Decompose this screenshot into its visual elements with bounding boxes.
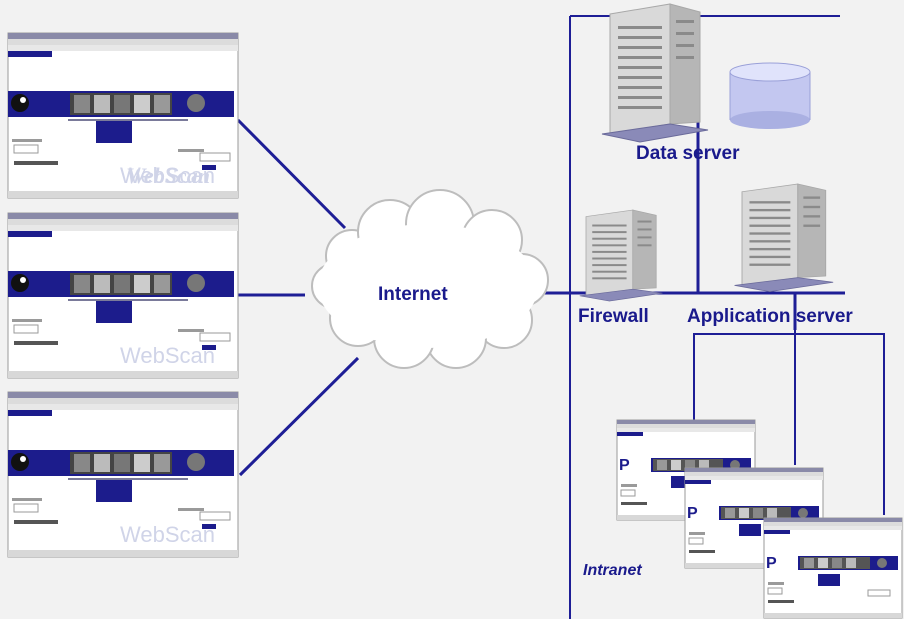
link-browser3-internet (238, 356, 360, 477)
intranet-label: Intranet (583, 562, 642, 579)
browser-screenshot (7, 391, 239, 558)
thumbnail-watermark: WebScan (126, 163, 210, 188)
application-server-label: Application server (687, 306, 853, 327)
browser-screenshot (7, 212, 239, 379)
intranet-screenshot (763, 517, 903, 619)
server-icon (734, 183, 834, 293)
data-server-label: Data server (636, 143, 740, 164)
link-browser1-internet (236, 118, 347, 230)
intranet-links (693, 330, 885, 515)
firewall-icon (579, 209, 663, 302)
server-icon (601, 3, 709, 143)
firewall-label: Firewall (578, 306, 649, 327)
internet-label: Internet (378, 284, 448, 305)
database-icon (729, 62, 811, 129)
